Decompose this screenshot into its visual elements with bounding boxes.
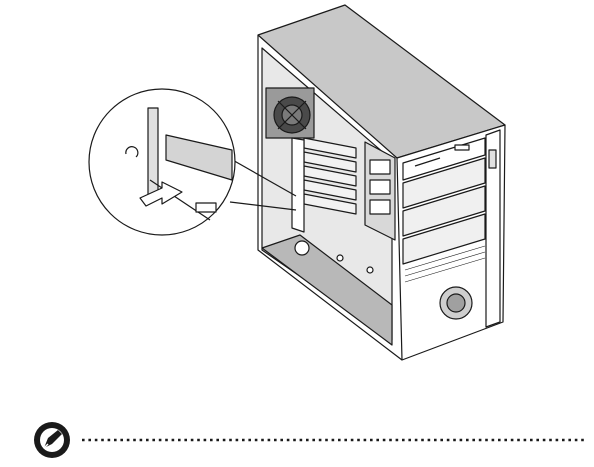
rear-bracket-panel <box>292 138 304 232</box>
mounting-hole <box>367 267 373 273</box>
mounting-hole <box>295 241 309 255</box>
expansion-slots <box>304 138 356 214</box>
cpu-fan-assembly <box>266 88 314 138</box>
drive-cage <box>365 142 395 240</box>
note-row <box>30 418 590 462</box>
power-button <box>489 150 496 168</box>
mounting-hole <box>337 255 343 261</box>
note-pencil-icon <box>34 422 70 458</box>
